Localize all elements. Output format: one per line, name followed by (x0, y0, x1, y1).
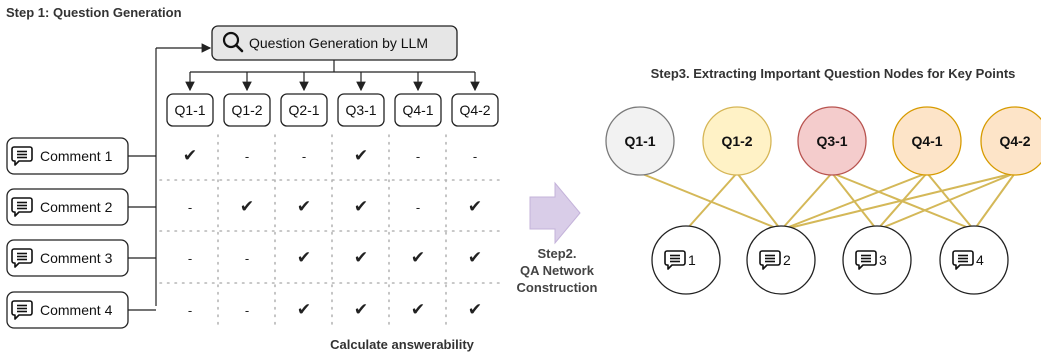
check-mark: ✔ (297, 248, 311, 267)
network-edge (736, 172, 782, 231)
question-label: Q1-1 (174, 102, 205, 118)
comment-node: 4 (939, 225, 1009, 295)
comment-label: Comment 3 (40, 250, 113, 266)
llm-to-questions-connector (190, 60, 475, 73)
check-mark: ✔ (354, 300, 368, 319)
question-box: Q2-1 (280, 93, 328, 127)
comment-box: Comment 2 (6, 188, 129, 226)
network-edge (685, 172, 738, 231)
comment-node-label: 1 (688, 252, 696, 268)
question-node-label: Q3-1 (816, 133, 847, 149)
dash-mark: - (245, 251, 249, 266)
network-edge (780, 172, 833, 231)
question-node: Q1-2 (702, 106, 772, 176)
question-box: Q3-1 (337, 93, 385, 127)
network-edge (876, 172, 1016, 231)
comment-node-label: 4 (976, 252, 984, 268)
step2-arrow (529, 181, 581, 245)
step3-title: Step3. Extracting Important Question Nod… (651, 66, 1016, 81)
dash-mark: - (473, 149, 477, 164)
check-mark: ✔ (468, 248, 482, 267)
check-mark: ✔ (240, 197, 254, 216)
comment-box: Comment 1 (6, 137, 129, 175)
check-mark: ✔ (411, 248, 425, 267)
check-mark: ✔ (354, 248, 368, 267)
check-mark: ✔ (354, 146, 368, 165)
question-node: Q1-1 (605, 106, 675, 176)
dash-mark: - (188, 303, 192, 318)
step2-line-3: Construction (517, 280, 598, 295)
question-node-label: Q4-1 (911, 133, 942, 149)
dash-mark: - (416, 200, 420, 215)
comment-box: Comment 4 (6, 291, 129, 329)
question-label: Q1-2 (231, 102, 262, 118)
question-box: Q4-2 (451, 93, 499, 127)
comment-node-label: 3 (879, 252, 887, 268)
dash-mark: - (188, 200, 192, 215)
question-box: Q4-1 (394, 93, 442, 127)
check-mark: ✔ (297, 300, 311, 319)
check-mark: ✔ (183, 146, 197, 165)
comment-node: 2 (746, 225, 816, 295)
calculate-answerability-label: Calculate answerability (330, 337, 475, 352)
comment-node: 3 (842, 225, 912, 295)
llm-box-label: Question Generation by LLM (249, 35, 428, 51)
dash-mark: - (245, 149, 249, 164)
step1-title: Step 1: Question Generation (6, 5, 182, 20)
check-mark: ✔ (468, 197, 482, 216)
step2-line-2: QA Network (520, 263, 595, 278)
question-label: Q4-1 (402, 102, 433, 118)
magnifier-icon (222, 31, 244, 53)
step2-line-1: Step2. (537, 246, 576, 261)
check-mark: ✔ (411, 300, 425, 319)
check-mark: ✔ (468, 300, 482, 319)
comment-label: Comment 1 (40, 148, 113, 164)
question-box: Q1-1 (166, 93, 214, 127)
question-node: Q3-1 (797, 106, 867, 176)
comment-box: Comment 3 (6, 239, 129, 277)
question-node-label: Q1-1 (624, 133, 655, 149)
question-node-label: Q4-2 (999, 133, 1030, 149)
dash-mark: - (302, 149, 306, 164)
comment-node: 1 (651, 225, 721, 295)
question-label: Q3-1 (345, 102, 376, 118)
dash-mark: - (188, 251, 192, 266)
question-node-label: Q1-2 (721, 133, 752, 149)
network-edge (973, 172, 1016, 231)
network-edge (780, 172, 928, 231)
check-mark: ✔ (354, 197, 368, 216)
comments-to-llm-connector (155, 43, 212, 306)
question-box: Q1-2 (223, 93, 271, 127)
question-label: Q2-1 (288, 102, 319, 118)
question-node: Q4-2 (980, 106, 1041, 176)
network-edge (926, 172, 975, 231)
comment-label: Comment 4 (40, 302, 113, 318)
comment-label: Comment 2 (40, 199, 113, 215)
dash-mark: - (416, 149, 420, 164)
network-edge (780, 172, 1016, 231)
llm-box: Question Generation by LLM (211, 25, 458, 61)
dash-mark: - (245, 303, 249, 318)
comment-node-label: 2 (783, 252, 791, 268)
question-label: Q4-2 (459, 102, 490, 118)
check-mark: ✔ (297, 197, 311, 216)
question-node: Q4-1 (892, 106, 962, 176)
